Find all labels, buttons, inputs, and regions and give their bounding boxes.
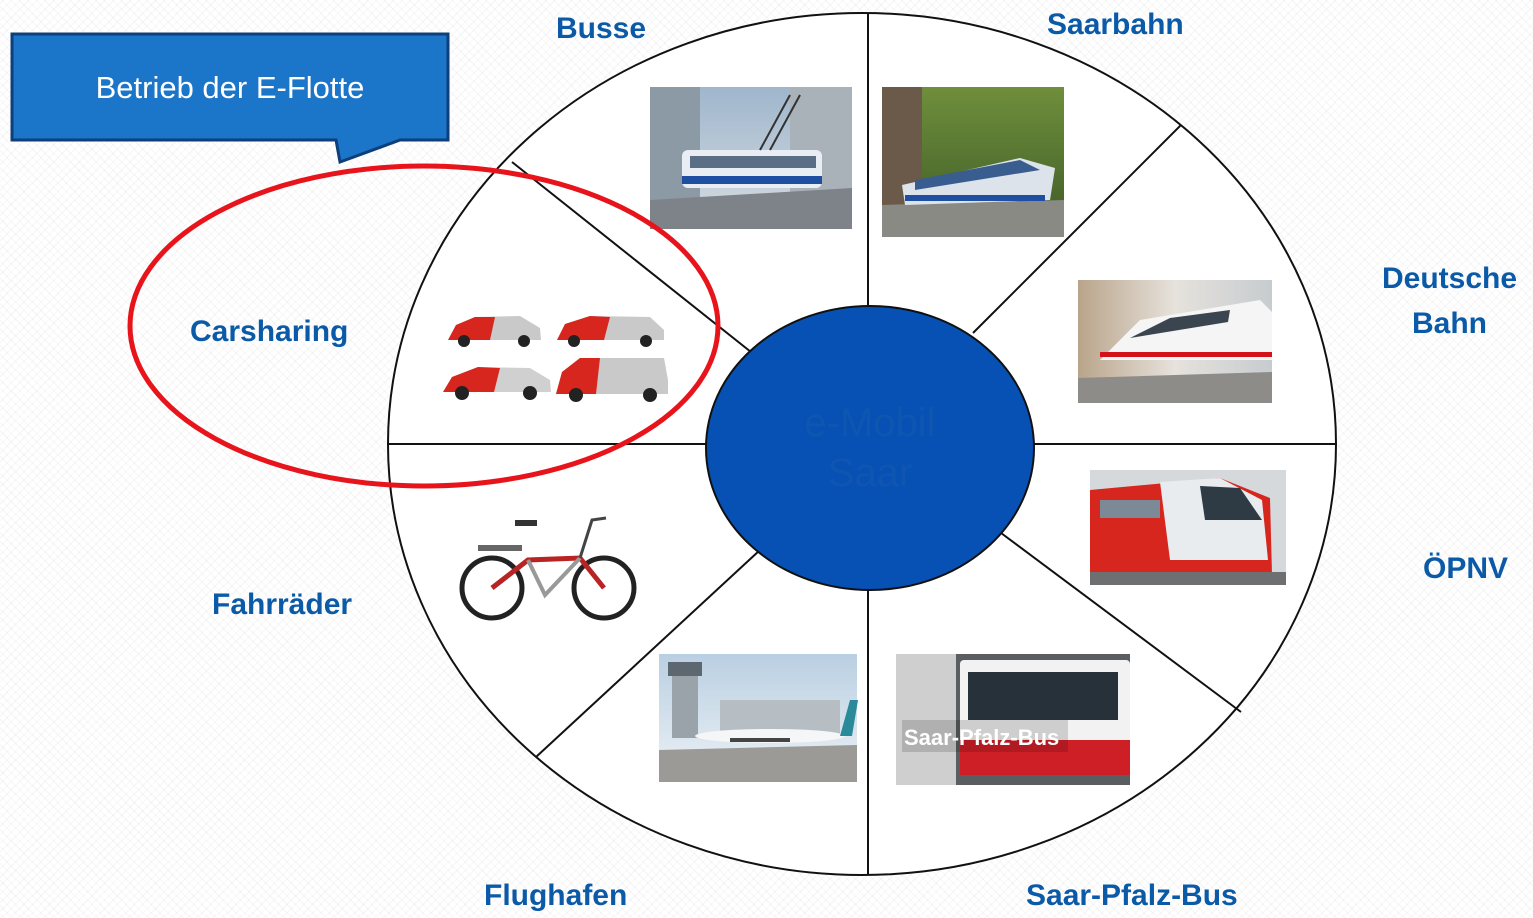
highlight-ring (127, 163, 721, 489)
label-fahrraeder: Fahrräder (212, 588, 353, 621)
label-flughafen: Flughafen (484, 879, 628, 912)
label-saar-pfalz-bus: Saar-Pfalz-Bus (1026, 879, 1238, 912)
label-busse: Busse (556, 12, 647, 45)
label-deutsche-bahn-line2: Bahn (1412, 307, 1487, 340)
image-car-fleet (443, 316, 668, 402)
callout-box (10, 32, 450, 165)
label-saarbahn: Saarbahn (1047, 8, 1184, 41)
hub-label-line1: e-Mobil (804, 401, 936, 445)
hub-label-line2: Saar (827, 451, 913, 495)
wheel-spokes (388, 14, 1336, 874)
image-red-tram (1090, 470, 1286, 585)
label-oepnv: ÖPNV (1423, 552, 1509, 585)
center-hub (705, 305, 1035, 591)
image-trolleybus (650, 87, 852, 229)
bus-sign-text: Saar-Pfalz-Bus (904, 725, 1059, 750)
hub-label: e-Mobil Saar (700, 398, 1040, 498)
image-ice-train (1078, 280, 1272, 403)
image-e-bike (455, 500, 645, 628)
callout-text: Betrieb der E-Flotte (95, 70, 365, 105)
image-red-bus: Saar-Pfalz-Bus (896, 654, 1130, 785)
label-carsharing: Carsharing (190, 315, 349, 348)
image-tram (882, 87, 1064, 237)
label-deutsche-bahn: Deutsche Bahn (1366, 256, 1533, 346)
label-deutsche-bahn-line1: Deutsche (1381, 262, 1518, 295)
image-airport-plane (659, 654, 858, 782)
